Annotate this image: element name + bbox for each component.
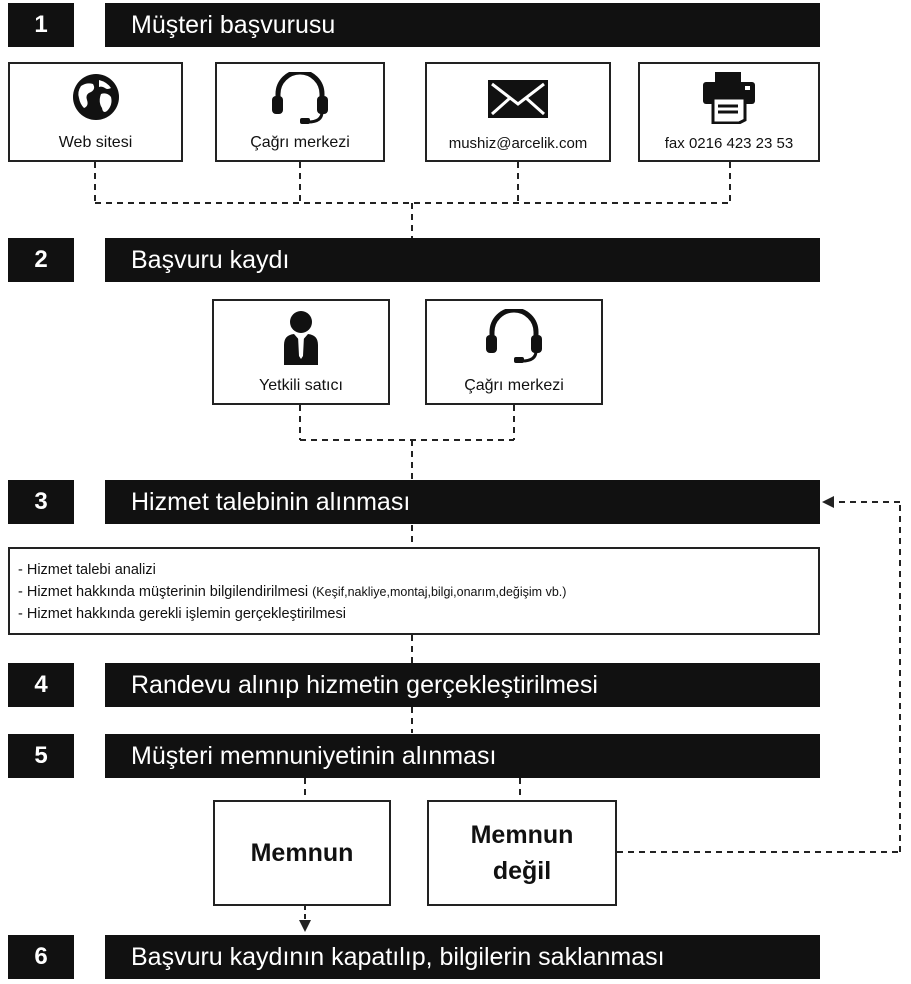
registration-call-center: Çağrı merkezi [425,299,603,405]
person-icon [281,309,321,372]
channel-email-label: mushiz@arcelik.com [448,135,588,152]
service-detail-action: - Hizmet hakkında gerekli işlemin gerçek… [18,606,346,622]
channel-web-label: Web sitesi [58,134,133,151]
step-2-number: 2 [8,238,74,282]
step-4-number: 4 [8,663,74,707]
step-1-number: 1 [8,3,74,47]
step-4-title: Randevu alınıp hizmetin gerçekleştirilme… [105,663,820,707]
channel-fax-label: fax 0216 423 23 53 [664,135,794,152]
outcome-not-satisfied-line1: Memnun [470,820,574,849]
fax-icon [699,70,759,129]
step-5-number: 5 [8,734,74,778]
envelope-icon [486,78,550,125]
channel-web: Web sitesi [8,62,183,162]
service-detail-inform: - Hizmet hakkında müşterinin bilgilendir… [18,584,567,600]
step-3-title: Hizmet talebinin alınması [105,480,820,524]
globe-icon [71,72,121,127]
step-2-title: Başvuru kaydı [105,238,820,282]
step-5-title: Müşteri memnuniyetinin alınması [105,734,820,778]
outcome-not-satisfied-line2: değil [492,857,552,885]
step-3-number: 3 [8,480,74,524]
outcome-satisfied: Memnun [213,800,391,906]
service-detail-analysis: - Hizmet talebi analizi [18,562,156,578]
headset-icon [268,69,332,129]
registration-call-center-label: Çağrı merkezi [464,377,564,394]
registration-dealer: Yetkili satıcı [212,299,390,405]
channel-call-center-label: Çağrı merkezi [250,134,350,151]
channel-email: mushiz@arcelik.com [425,62,611,162]
channel-fax: fax 0216 423 23 53 [638,62,820,162]
headset-icon [482,307,546,370]
registration-dealer-label: Yetkili satıcı [259,377,343,394]
channel-call-center: Çağrı merkezi [215,62,385,162]
service-detail-note: (Keşif,nakliye,montaj,bilgi,onarım,değiş… [312,585,567,599]
outcome-not-satisfied: Memnun değil [427,800,617,906]
step-6-number: 6 [8,935,74,979]
service-details-box: - Hizmet talebi analizi - Hizmet hakkınd… [8,547,820,635]
step-1-title: Müşteri başvurusu [105,3,820,47]
step-6-title: Başvuru kaydının kapatılıp, bilgilerin s… [105,935,820,979]
outcome-satisfied-label: Memnun [250,838,354,867]
